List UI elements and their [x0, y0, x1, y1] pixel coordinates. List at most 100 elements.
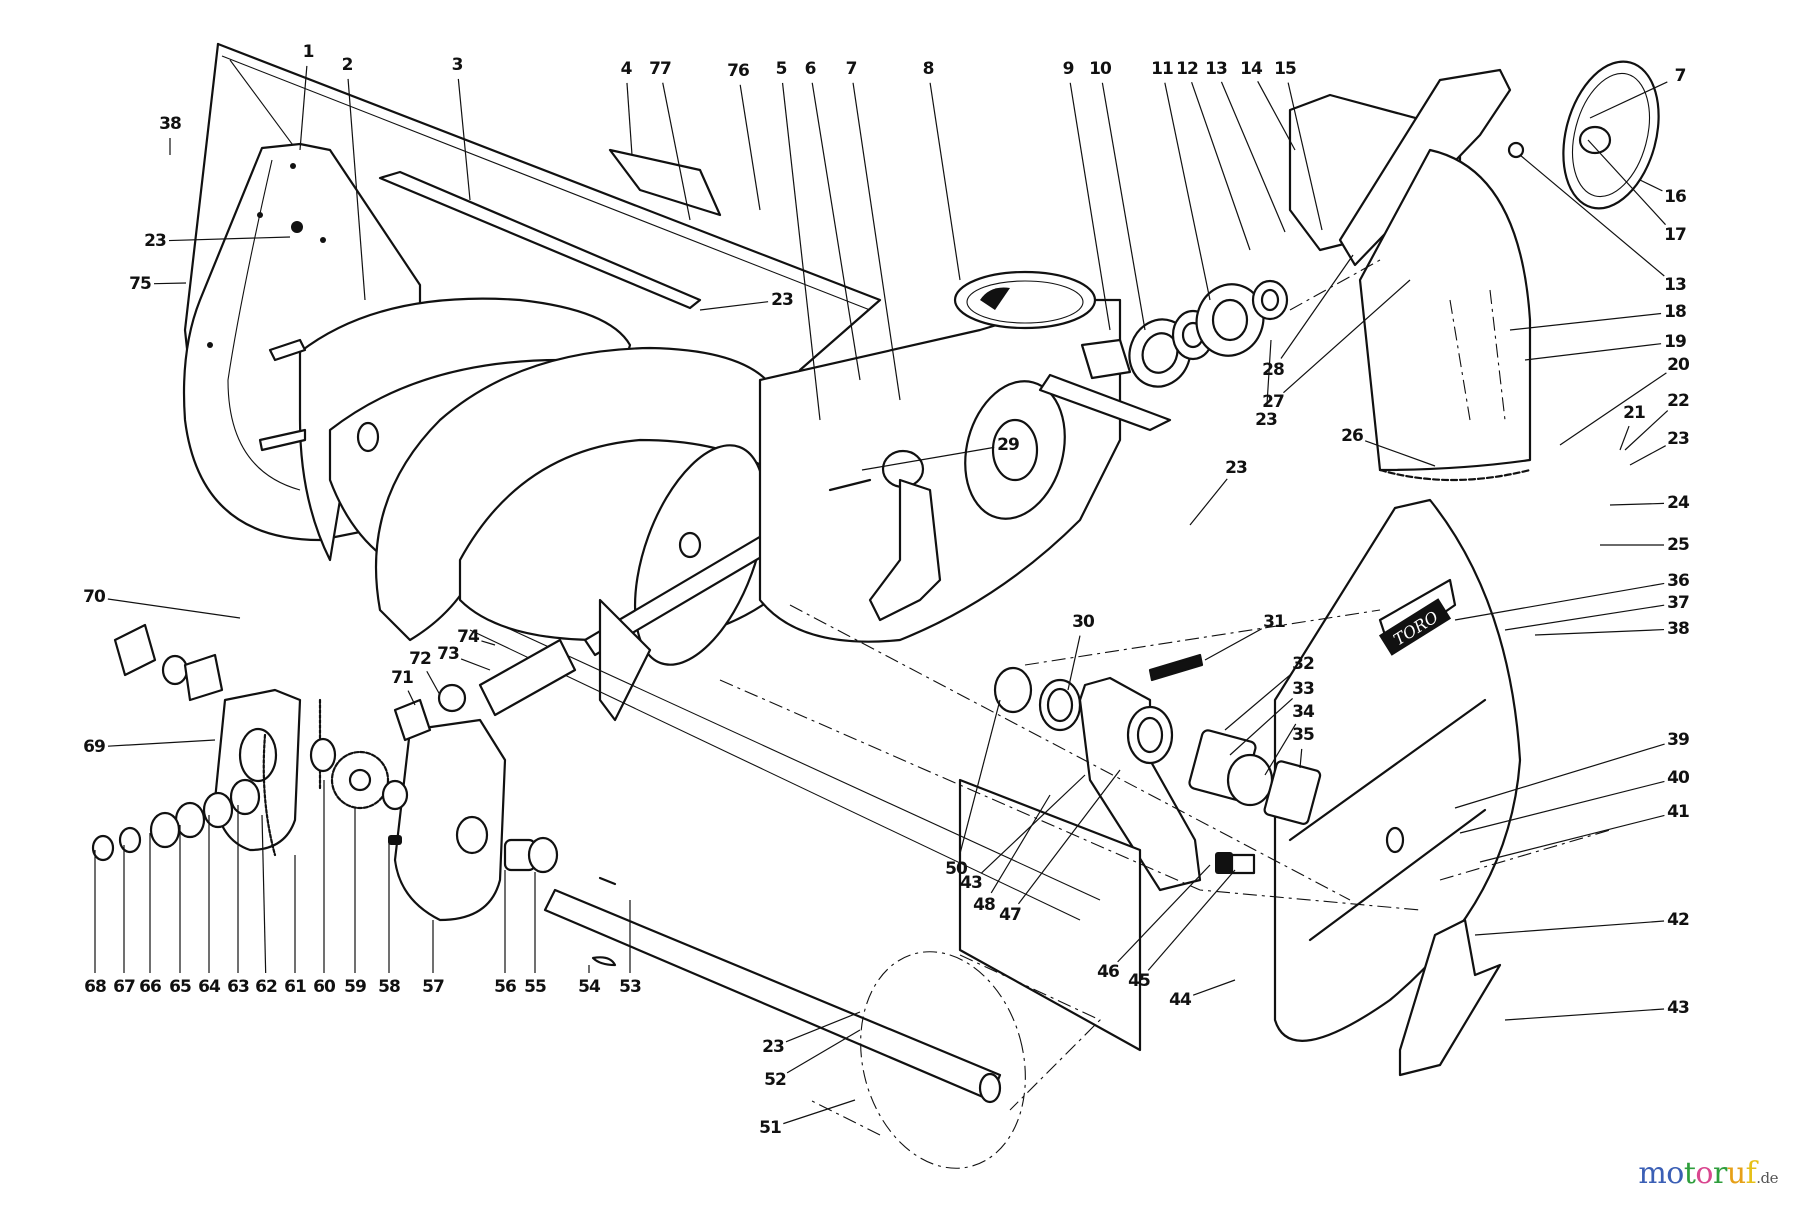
callout-6: 6	[804, 59, 817, 79]
callout-11: 11	[1151, 59, 1174, 79]
callout-35: 35	[1292, 725, 1315, 745]
callout-64: 64	[198, 977, 221, 997]
leader-line-20	[1559, 372, 1667, 446]
callout-17: 17	[1664, 225, 1687, 245]
callout-61: 61	[284, 977, 307, 997]
callout-27: 27	[1262, 392, 1285, 412]
leader-line-51	[783, 1099, 856, 1125]
leader-line-7	[852, 82, 901, 401]
leader-line-70	[107, 598, 241, 619]
callout-33: 33	[1292, 679, 1315, 699]
callout-58: 58	[378, 977, 401, 997]
leader-line-48	[990, 794, 1051, 894]
callout-5: 5	[775, 59, 788, 79]
callout-66: 66	[139, 977, 162, 997]
leader-line-42	[1474, 920, 1665, 936]
leader-line-18	[1509, 312, 1662, 331]
leader-line-23	[168, 236, 291, 242]
leader-line-6	[811, 82, 861, 381]
leader-line-46	[1117, 864, 1211, 963]
watermark-letter: t	[1683, 1156, 1696, 1191]
gearbox-assembly	[91, 623, 577, 922]
callout-26: 26	[1341, 426, 1364, 446]
callout-31: 31	[1263, 612, 1286, 632]
callout-13: 13	[1205, 59, 1228, 79]
leader-line-52	[786, 1029, 861, 1074]
callout-50: 50	[945, 859, 968, 879]
callout-23: 23	[144, 231, 167, 251]
watermark-letter: m	[1638, 1156, 1667, 1191]
leader-line-43	[980, 774, 1086, 874]
callout-38: 38	[159, 114, 182, 134]
leader-line-10	[1101, 82, 1146, 331]
watermark-letter: o	[1695, 1156, 1713, 1191]
assembly-axis-lines	[719, 259, 1611, 911]
callout-21: 21	[1623, 403, 1646, 423]
leader-line-21	[1619, 425, 1630, 451]
leader-line-16	[1639, 179, 1663, 192]
callout-62: 62	[255, 977, 278, 997]
callout-16: 16	[1664, 187, 1687, 207]
callout-68: 68	[84, 977, 107, 997]
skid-shoe	[1398, 918, 1502, 1077]
leader-line-23	[1266, 339, 1272, 407]
leader-line-15	[1287, 82, 1323, 231]
leader-line-19	[1524, 343, 1662, 361]
callout-71: 71	[391, 668, 414, 688]
callout-73: 73	[437, 644, 460, 664]
callout-32: 32	[1292, 654, 1315, 674]
leader-line-28	[1280, 254, 1354, 359]
callout-40: 40	[1667, 768, 1690, 788]
watermark-suffix: .de	[1756, 1169, 1778, 1187]
callout-57: 57	[422, 977, 445, 997]
callout-29: 29	[997, 435, 1020, 455]
callout-72: 72	[409, 649, 432, 669]
leader-line-33	[1229, 697, 1294, 756]
callout-48: 48	[973, 895, 996, 915]
callout-23: 23	[1225, 458, 1248, 478]
callout-70: 70	[83, 587, 106, 607]
callout-42: 42	[1667, 910, 1690, 930]
leader-line-36	[1454, 582, 1665, 621]
leader-line-32	[1224, 672, 1293, 731]
callout-9: 9	[1062, 59, 1075, 79]
callout-23: 23	[762, 1037, 785, 1057]
callout-46: 46	[1097, 962, 1120, 982]
leader-line-3	[457, 78, 471, 201]
callout-37: 37	[1667, 593, 1690, 613]
callout-43: 43	[960, 873, 983, 893]
callout-44: 44	[1169, 990, 1192, 1010]
callout-74: 74	[457, 627, 480, 647]
leader-line-62	[261, 814, 267, 974]
leader-line-5	[781, 82, 821, 421]
callout-3: 3	[451, 55, 464, 75]
idler-bracket	[1078, 676, 1202, 892]
leader-line-23	[1189, 478, 1228, 526]
leader-line-50	[958, 699, 1001, 856]
callout-67: 67	[113, 977, 136, 997]
leader-line-76	[739, 84, 761, 211]
leader-line-74	[481, 640, 496, 646]
belt-guard-skirt	[958, 778, 1142, 1052]
leader-line-41	[1479, 814, 1665, 863]
callout-15: 15	[1274, 59, 1297, 79]
wheel-outline	[809, 951, 1101, 1169]
callout-34: 34	[1292, 702, 1315, 722]
bearing-stack	[1080, 279, 1289, 388]
callout-77: 77	[649, 59, 672, 79]
leader-line-31	[1204, 628, 1263, 661]
leader-line-37	[1504, 604, 1665, 631]
leader-line-1	[299, 65, 308, 151]
callout-65: 65	[169, 977, 192, 997]
callout-52: 52	[764, 1070, 787, 1090]
callout-36: 36	[1667, 571, 1690, 591]
leader-line-44	[1192, 979, 1236, 996]
watermark-letter: o	[1666, 1156, 1684, 1191]
leader-line-29	[861, 446, 995, 471]
leader-line-26	[1364, 440, 1436, 467]
leader-line-71	[407, 690, 416, 706]
callout-28: 28	[1262, 360, 1285, 380]
callout-53: 53	[619, 977, 642, 997]
leader-line-22	[1624, 410, 1669, 451]
